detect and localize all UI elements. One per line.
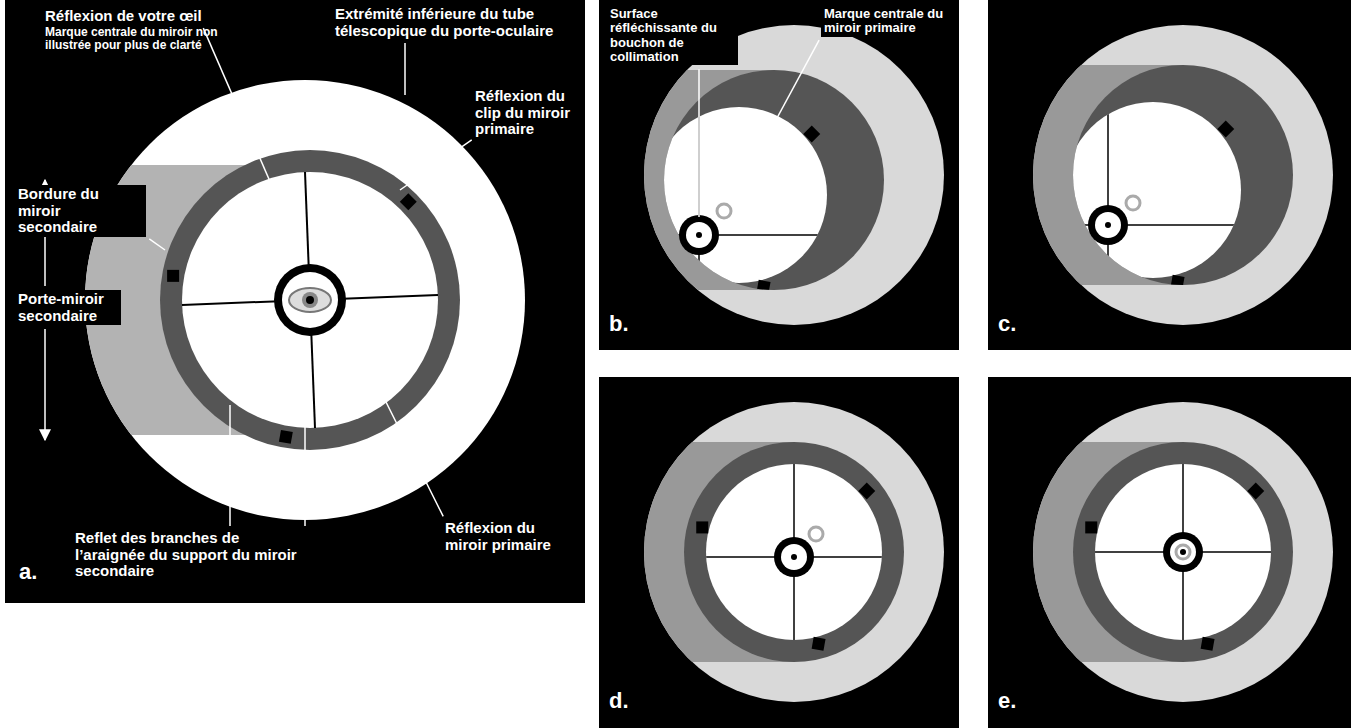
callout-label: Surface réfléchissante du bouchon de col… bbox=[607, 6, 738, 65]
spider-vanes bbox=[988, 0, 1348, 350]
panel-art bbox=[988, 0, 1351, 350]
panel-letter: d. bbox=[609, 689, 629, 713]
leader-line bbox=[304, 425, 306, 526]
mirror-clip bbox=[858, 482, 875, 499]
panel-art bbox=[988, 377, 1351, 728]
callout-label: Réflexion du clip du miroir primaire bbox=[475, 88, 583, 138]
eye bbox=[289, 288, 331, 312]
figure-panel: e. bbox=[988, 377, 1351, 728]
leader-lines bbox=[45, 28, 472, 526]
cap-hole bbox=[1105, 222, 1111, 228]
mirror-clip bbox=[1201, 637, 1215, 651]
figure-panel: c. bbox=[988, 0, 1351, 350]
mirror-clip bbox=[279, 430, 293, 444]
mirror-clip bbox=[696, 521, 708, 533]
mirror-clip bbox=[1217, 120, 1234, 137]
callout-label: Reflet des branches de l’araignée du sup… bbox=[75, 530, 305, 580]
callout-label: Réflexion de votre œil bbox=[45, 8, 202, 25]
leader-lines bbox=[699, 40, 819, 217]
spider-vanes bbox=[182, 172, 438, 428]
spider-vanes bbox=[599, 0, 959, 350]
cap-hole bbox=[696, 232, 702, 238]
panel-letter: a. bbox=[19, 560, 37, 584]
cap-reflective-surface bbox=[1095, 212, 1121, 238]
mirror-clip bbox=[803, 125, 820, 142]
figure-panel: Surface réfléchissante du bouchon de col… bbox=[599, 0, 959, 350]
iris bbox=[302, 292, 318, 308]
cap-reflective-surface bbox=[1170, 539, 1196, 565]
primary-reflection bbox=[651, 107, 827, 283]
figure-panel: d. bbox=[599, 377, 959, 728]
collimation-cap bbox=[679, 215, 719, 255]
mirror-clip bbox=[1085, 521, 1097, 533]
mirror-clip bbox=[757, 280, 771, 294]
leader-line bbox=[229, 405, 231, 526]
leader-line bbox=[400, 140, 472, 190]
collimation-cap bbox=[1163, 532, 1203, 572]
cap-hole bbox=[1180, 549, 1186, 555]
figure-panel: Réflexion de votre œilMarque centrale du… bbox=[5, 0, 585, 603]
panel-art bbox=[599, 377, 959, 728]
eye-ring bbox=[274, 264, 346, 336]
cap-hole bbox=[791, 554, 797, 560]
cap-reflective-surface bbox=[686, 222, 712, 248]
mirror-clip bbox=[641, 164, 653, 176]
leader-line bbox=[730, 40, 819, 205]
primary-center-mark bbox=[1176, 545, 1190, 559]
cap-reflective-surface bbox=[781, 544, 807, 570]
callout-label: Porte-miroir secondaire bbox=[15, 290, 121, 325]
mirror-clip bbox=[167, 270, 179, 282]
spider-vanes bbox=[988, 377, 1348, 727]
collimation-cap bbox=[1088, 205, 1128, 245]
leader-line bbox=[698, 69, 700, 217]
leader-line bbox=[404, 43, 406, 95]
primary-center-mark bbox=[809, 527, 823, 541]
panel-letter: b. bbox=[609, 312, 629, 336]
callout-label: Extrémité inférieure du tube télescopiqu… bbox=[335, 6, 570, 39]
pupil bbox=[306, 296, 314, 304]
panel-letter: e. bbox=[998, 689, 1016, 713]
primary-center-mark bbox=[717, 204, 731, 218]
primary-reflection bbox=[1065, 102, 1241, 278]
callout-label: Marque centrale du miroir non illustrée … bbox=[45, 26, 220, 52]
collimation-cap bbox=[774, 537, 814, 577]
callout-label: Bordure du miroir secondaire bbox=[15, 185, 146, 237]
secondary-mirror bbox=[160, 150, 460, 450]
mirror-clip bbox=[400, 193, 417, 210]
dimension-arrow bbox=[44, 329, 46, 440]
callout-label: Réflexion du miroir primaire bbox=[445, 520, 575, 553]
leader-line bbox=[149, 239, 165, 250]
leader-line bbox=[375, 380, 443, 516]
primary-reflection bbox=[182, 172, 438, 428]
mirror-clip bbox=[1055, 159, 1067, 171]
primary-center-mark bbox=[1126, 196, 1140, 210]
mirror-clip bbox=[812, 637, 826, 651]
callout-label: Marque centrale du miroir primaire bbox=[821, 6, 957, 37]
panel-letter: c. bbox=[998, 312, 1016, 336]
spider-vanes bbox=[599, 377, 959, 727]
mirror-clip bbox=[1171, 275, 1185, 289]
eye-ground bbox=[282, 272, 338, 328]
mirror-clip bbox=[1247, 482, 1264, 499]
leader-line bbox=[203, 28, 305, 262]
